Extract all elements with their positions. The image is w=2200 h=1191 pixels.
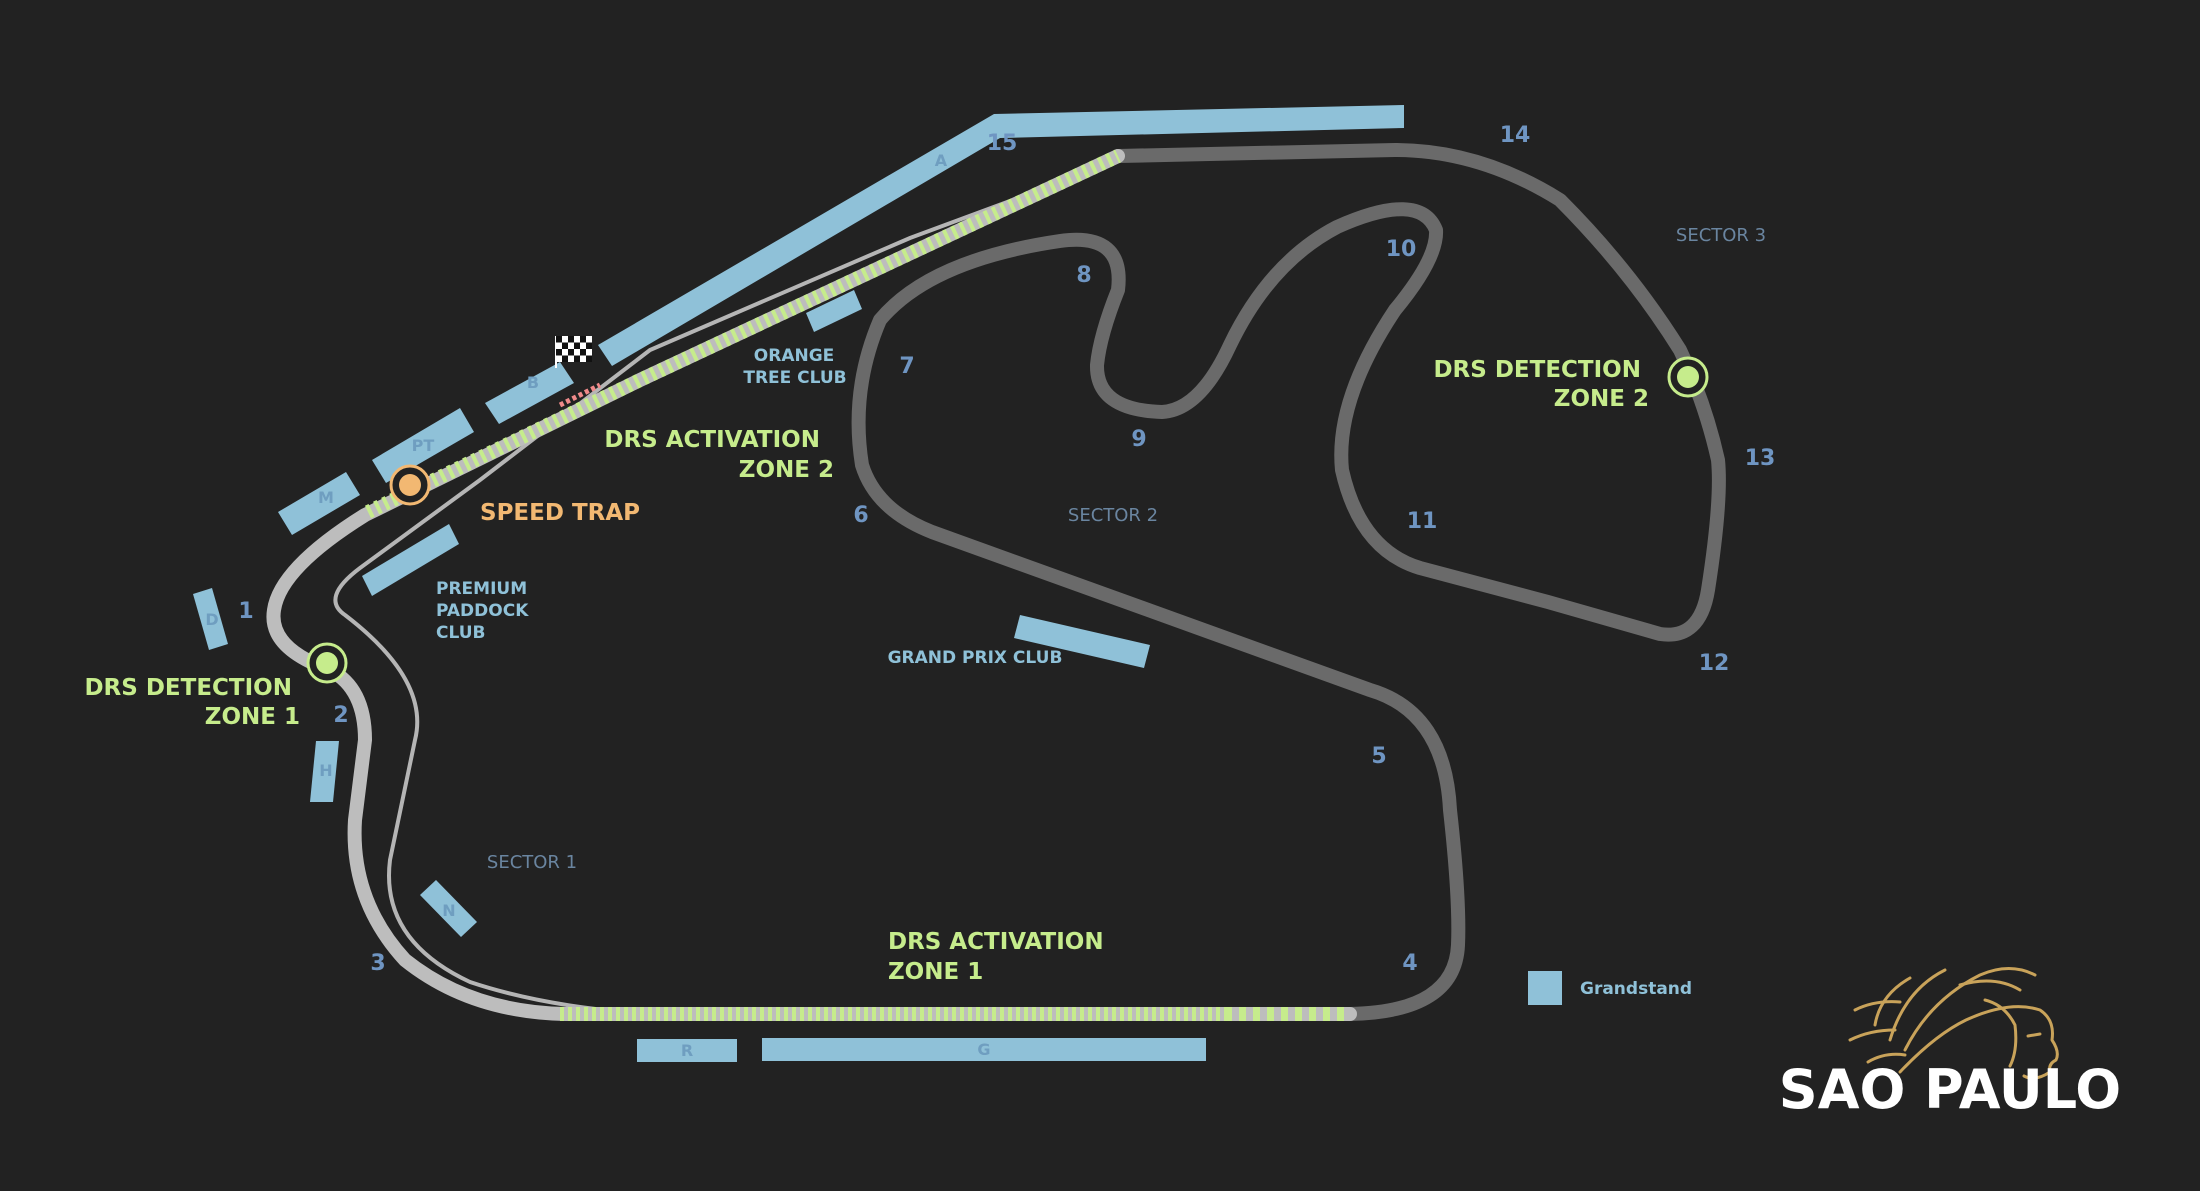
grandstand-letter: G [977,1040,990,1059]
drs-detection-1-label: DRS DETECTION ZONE 1 [84,675,300,730]
legend-grandstand-swatch [1528,971,1562,1005]
orange-tree-club-label: ORANGE TREE CLUB [743,346,846,388]
drs-detection-1-line2: ZONE 1 [205,704,300,730]
sector-2-label: SECTOR 2 [1068,505,1158,526]
turn-number: 6 [853,503,868,528]
turn-number: 3 [370,951,385,976]
grandstand-letter: B [527,373,539,392]
grand-prix-club-label: GRAND PRIX CLUB [888,648,1063,668]
turn-number: 13 [1745,446,1776,471]
turn-number: 2 [333,703,348,728]
logo-text: SAO PAULO [1779,1058,2121,1121]
turn-numbers: 1 2 3 4 5 6 7 8 9 10 11 12 13 14 15 [238,123,1775,976]
drs-activation-2-label: DRS ACTIVATION ZONE 2 [604,427,834,483]
drs-detection-2-label: DRS DETECTION ZONE 2 [1433,357,1649,412]
grandstand-letter: H [319,761,332,780]
drs-activation-2-line1: DRS ACTIVATION [604,427,820,453]
grandstand-r[interactable] [637,1039,737,1062]
grandstand-letter: R [681,1041,693,1060]
drs-activation-1-line2: ZONE 1 [888,959,983,985]
sector-3-label: SECTOR 3 [1676,225,1766,246]
start-line-marker [558,382,602,408]
premium-paddock-club-line3: CLUB [436,623,485,643]
premium-paddock-club-stand[interactable] [362,524,459,596]
legend: Grandstand [1528,971,1692,1005]
track-sectors-2-3 [851,143,1726,1021]
orange-tree-club-line1: ORANGE [754,346,835,366]
drs-detection-1-marker[interactable] [306,642,348,684]
premium-paddock-club-line1: PREMIUM [436,579,527,599]
turn-number: 7 [899,354,914,379]
turn-number: 15 [987,131,1018,156]
chequered-flag-icon [555,336,592,368]
turn-number: 9 [1131,427,1146,452]
turn-number: 5 [1371,744,1386,769]
turn-number: 14 [1500,123,1531,148]
grandstand-letter: A [935,151,948,170]
grandstand-b[interactable] [485,362,574,424]
grandstand-d[interactable] [193,588,228,650]
turn-number: 10 [1386,237,1417,262]
premium-paddock-club-line2: PADDOCK [436,601,529,621]
drs-activation-1-label: DRS ACTIVATION ZONE 1 [888,929,1112,985]
grandstand-letter: D [205,610,218,629]
grand-prix-club-stand[interactable] [1014,615,1150,668]
grandstand-n[interactable] [420,880,477,937]
drs-detection-2-marker[interactable] [1667,356,1709,398]
orange-tree-club-stand[interactable] [806,290,862,332]
legend-grandstand-label: Grandstand [1580,979,1692,999]
sector-labels: SECTOR 1 SECTOR 2 SECTOR 3 [487,225,1766,873]
grandstand-h[interactable] [310,741,339,802]
pit-lane [333,160,1117,1018]
drs-detection-2-line2: ZONE 2 [1554,386,1649,412]
grandstand-letters: A B PT M D H N R G [205,151,990,1060]
drs-detection-2-line1: DRS DETECTION [1433,357,1641,383]
turn-number: 11 [1407,509,1438,534]
speed-trap-label: SPEED TRAP [480,500,640,526]
grandstand-letter: PT [412,436,435,455]
lion-logo-icon [1848,967,2059,1080]
drs-activation-zone-2-markers [364,149,1121,519]
grandstand-g[interactable] [762,1038,1206,1061]
sector-1-label: SECTOR 1 [487,852,577,873]
drs-activation-1-line1: DRS ACTIVATION [888,929,1104,955]
drs-detection-1-line1: DRS DETECTION [84,675,292,701]
premium-paddock-club-label: PREMIUM PADDOCK CLUB [436,579,534,643]
turn-number: 1 [238,599,253,624]
grandstand-pt[interactable] [372,408,474,483]
turn-number: 12 [1699,651,1730,676]
grandstands [193,105,1404,1062]
grandstand-letter: M [318,488,334,507]
grandstand-m[interactable] [278,472,360,535]
orange-tree-club-line2: TREE CLUB [743,368,846,388]
turn-number: 8 [1076,263,1091,288]
track-sector-1 [266,149,1357,1021]
drs-activation-2-line2: ZONE 2 [739,457,834,483]
speed-trap-marker[interactable] [389,464,431,506]
grandstand-letter: N [442,901,455,920]
turn-number: 4 [1402,951,1417,976]
